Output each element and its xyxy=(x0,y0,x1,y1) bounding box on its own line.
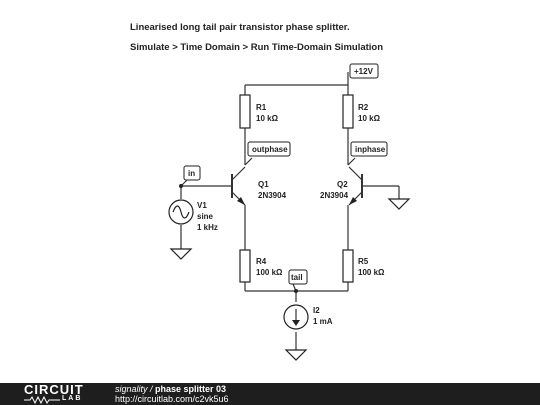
svg-text:sine: sine xyxy=(197,212,214,221)
page-title: Linearised long tail pair transistor pha… xyxy=(130,22,350,33)
svg-text:2N3904: 2N3904 xyxy=(320,191,349,200)
svg-text:1 mA: 1 mA xyxy=(313,317,333,326)
resistor-r4[interactable]: R4 100 kΩ xyxy=(239,249,283,283)
arrow-down-icon xyxy=(292,320,300,326)
net-label-in[interactable]: in xyxy=(180,165,201,187)
svg-text:100 kΩ: 100 kΩ xyxy=(256,268,283,277)
sine-wave-icon xyxy=(172,205,190,219)
svg-text:V1: V1 xyxy=(197,201,207,210)
svg-text:+12V: +12V xyxy=(354,67,374,76)
net-label-tail[interactable]: tail xyxy=(288,269,308,292)
net-label-outphase[interactable]: outphase xyxy=(244,141,291,166)
simulation-menu-path[interactable]: Simulate > Time Domain > Run Time-Domain… xyxy=(130,42,384,53)
voltage-source-v1[interactable]: V1 sine 1 kHz xyxy=(168,199,218,232)
junction-dot xyxy=(294,289,298,293)
author-credit[interactable]: signality / phase splitter 03 xyxy=(115,384,227,394)
net-label-inphase[interactable]: inphase xyxy=(347,141,388,166)
svg-text:inphase: inphase xyxy=(355,145,386,154)
svg-text:R5: R5 xyxy=(358,257,369,266)
svg-text:R4: R4 xyxy=(256,257,267,266)
transistor-q1[interactable]: Q1 2N3904 xyxy=(231,166,287,206)
resistor-r1[interactable]: R1 10 kΩ xyxy=(239,94,279,129)
schematic-canvas[interactable]: +12V R1 10 kΩ R2 10 kΩ R4 100 kΩ R5 100 … xyxy=(0,0,540,383)
ground-v1 xyxy=(169,248,193,260)
ground-i2 xyxy=(284,349,308,361)
svg-text:outphase: outphase xyxy=(252,145,288,154)
svg-text:10 kΩ: 10 kΩ xyxy=(256,114,279,123)
author-name[interactable]: signality xyxy=(115,384,148,394)
current-source-i2[interactable]: I2 1 mA xyxy=(283,304,333,330)
circuit-url[interactable]: http://circuitlab.com/c2vk5u6 xyxy=(115,394,229,404)
svg-text:tail: tail xyxy=(291,273,303,282)
footer-bar: CIRCUIT LAB signality / phase splitter 0… xyxy=(0,383,540,405)
resistor-logo-icon xyxy=(24,396,60,404)
circuitlab-logo[interactable]: CIRCUIT xyxy=(24,382,84,397)
svg-text:in: in xyxy=(188,169,195,178)
logo-subtext: LAB xyxy=(62,395,83,402)
svg-text:I2: I2 xyxy=(313,306,320,315)
transistor-q2[interactable]: Q2 2N3904 xyxy=(320,166,363,206)
resistor-r5[interactable]: R5 100 kΩ xyxy=(342,249,385,283)
svg-text:R1: R1 xyxy=(256,103,267,112)
svg-text:R2: R2 xyxy=(358,103,369,112)
junction-dot xyxy=(179,184,183,188)
svg-text:2N3904: 2N3904 xyxy=(258,191,287,200)
svg-text:Q1: Q1 xyxy=(258,180,269,189)
ground-q2 xyxy=(387,198,411,210)
supply-label[interactable]: +12V xyxy=(349,63,379,79)
svg-text:Q2: Q2 xyxy=(337,180,348,189)
circuit-name: phase splitter 03 xyxy=(155,384,227,394)
svg-text:10 kΩ: 10 kΩ xyxy=(358,114,381,123)
svg-text:1 kHz: 1 kHz xyxy=(197,223,218,232)
resistor-r2[interactable]: R2 10 kΩ xyxy=(342,94,381,129)
svg-text:100 kΩ: 100 kΩ xyxy=(358,268,385,277)
